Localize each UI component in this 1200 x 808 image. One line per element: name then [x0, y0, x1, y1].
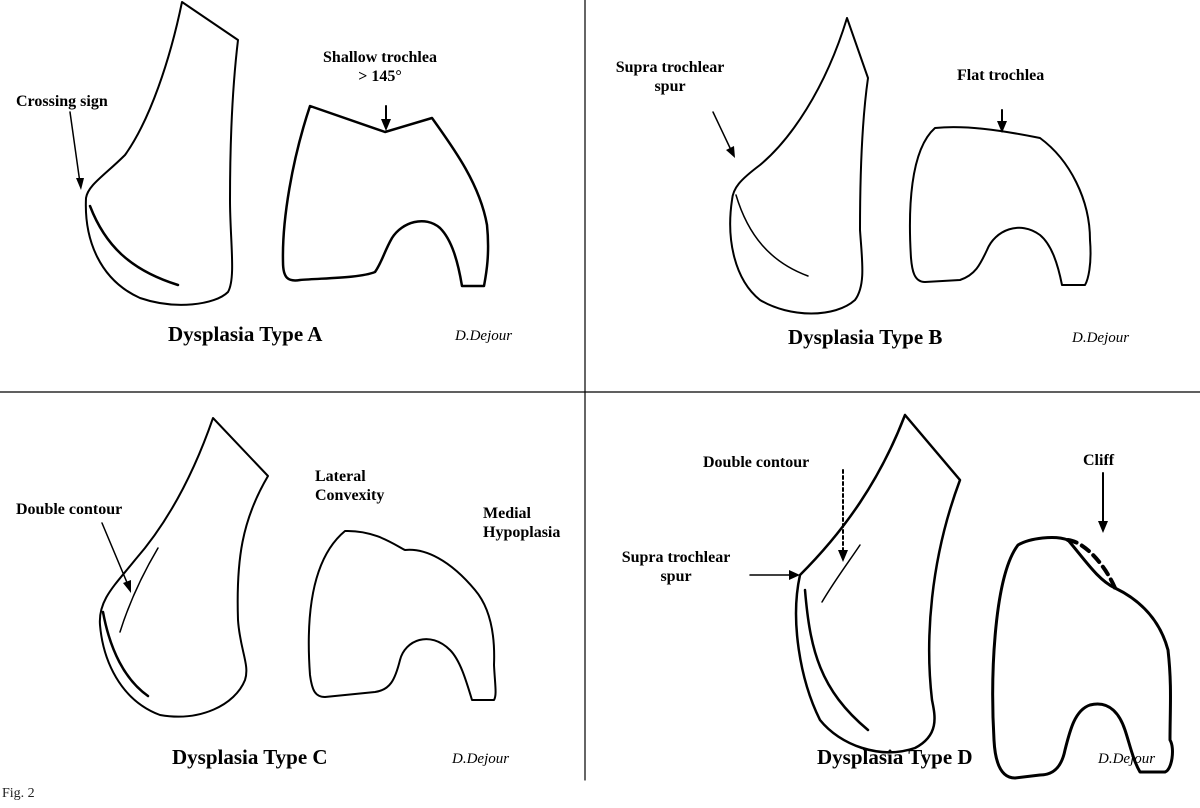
femur-lateral-b [729, 17, 869, 315]
trochlea-axial-b [908, 126, 1092, 286]
label-spur-line2-b: spur [654, 78, 686, 95]
double-contour-line-d2 [821, 544, 861, 603]
double-contour-line-d1 [803, 588, 870, 732]
arrowhead-crossing-sign [76, 178, 84, 190]
label-shallow-line1: Shallow trochlea [323, 49, 437, 66]
label-double-contour-d: Double contour [703, 454, 810, 471]
label-flat-trochlea: Flat trochlea [957, 67, 1045, 84]
double-contour-line-c1 [101, 610, 150, 698]
label-spur-line1-d: Supra trochlear [621, 549, 731, 566]
label-medial-line2: Hypoplasia [483, 524, 561, 541]
label-cliff: Cliff [1083, 452, 1115, 469]
trochlea-axial-c [307, 529, 497, 701]
arrow-spur-b [712, 111, 732, 151]
femur-lateral-a [84, 1, 239, 306]
panel-title-c: Dysplasia Type C [172, 745, 328, 769]
label-supra-trochlear-spur-b: Supra trochlear spur [600, 58, 740, 96]
double-contour-line-c2 [119, 547, 159, 633]
arrowhead-double-contour-d [838, 550, 848, 562]
trochlear-line-b [735, 194, 809, 277]
signature-a: D.Dejour [455, 328, 513, 344]
arrowhead-spur-b [726, 146, 735, 158]
label-lateral-line2: Convexity [315, 487, 385, 504]
label-shallow-trochlea: Shallow trochlea > 145° [300, 48, 460, 86]
femur-lateral-c [98, 417, 269, 718]
arrowhead-cliff [1098, 521, 1108, 533]
label-lateral-line1: Lateral [315, 468, 366, 485]
arrowhead-shallow [381, 119, 391, 131]
panel-title-b: Dysplasia Type B [788, 325, 943, 349]
label-crossing-sign: Crossing sign [16, 93, 108, 110]
arrow-crossing-sign [69, 111, 81, 184]
label-spur-line1-b: Supra trochlear [615, 59, 725, 76]
label-medial-line1: Medial [483, 505, 531, 522]
label-shallow-line2: > 145° [358, 68, 402, 85]
label-supra-trochlear-spur-d: Supra trochlear spur [606, 548, 746, 586]
arrowhead-spur-d [789, 570, 800, 580]
femur-lateral-d [794, 413, 962, 754]
panel-title-d: Dysplasia Type D [817, 745, 973, 769]
cliff-dashed-line [1066, 538, 1117, 590]
label-double-contour-c: Double contour [16, 501, 123, 518]
arrowhead-flat [997, 121, 1007, 133]
trochlear-line-a [88, 204, 180, 287]
signature-c: D.Dejour [452, 751, 510, 767]
label-medial-hypoplasia: Medial Hypoplasia [483, 504, 560, 542]
signature-d: D.Dejour [1098, 751, 1156, 767]
signature-b: D.Dejour [1072, 330, 1130, 346]
figure-caption: Fig. 2 [2, 786, 35, 801]
panel-title-a: Dysplasia Type A [168, 322, 323, 346]
arrow-double-contour-c [101, 522, 129, 586]
trochlea-axial-a [281, 104, 490, 288]
arrowhead-double-contour-c [123, 580, 131, 593]
label-lateral-convexity: Lateral Convexity [315, 467, 384, 505]
trochlea-axial-d [991, 536, 1174, 780]
label-spur-line2-d: spur [660, 568, 692, 585]
